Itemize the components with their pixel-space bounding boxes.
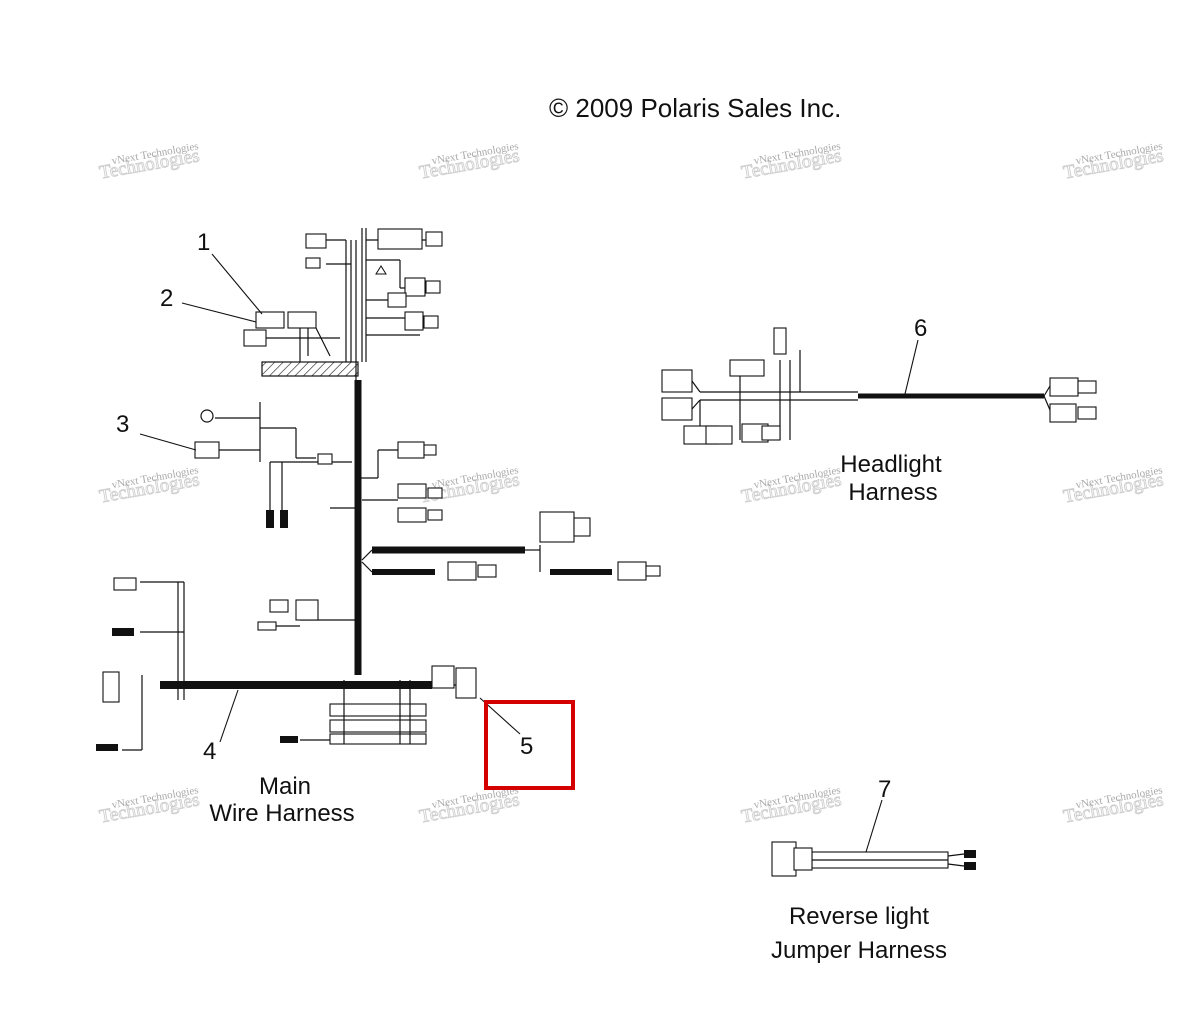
reverse-light-jumper-harness[interactable] bbox=[771, 841, 976, 877]
fuse-relay-block bbox=[243, 228, 443, 380]
harness-loop bbox=[329, 703, 427, 717]
connector bbox=[269, 599, 289, 613]
connector bbox=[305, 257, 321, 269]
callout-4[interactable]: 4 bbox=[203, 738, 216, 765]
connector bbox=[427, 487, 443, 499]
callout-5[interactable]: 5 bbox=[520, 733, 533, 760]
watermark: Technologies vNext Technologies bbox=[1061, 784, 1165, 828]
watermark: Technologies vNext Technologies bbox=[1061, 140, 1165, 184]
connector bbox=[1077, 406, 1097, 420]
connector bbox=[425, 231, 443, 247]
connector bbox=[771, 841, 797, 877]
harness-loop bbox=[329, 733, 427, 745]
reverse-light-caption-line1: Reverse light bbox=[789, 903, 929, 930]
connector bbox=[423, 315, 439, 329]
connector bbox=[387, 292, 407, 308]
left-sub-harness bbox=[96, 577, 185, 751]
callout-7[interactable]: 7 bbox=[878, 776, 891, 803]
connector bbox=[539, 511, 575, 543]
warning-icon bbox=[375, 265, 387, 275]
connector bbox=[397, 483, 427, 499]
terminal bbox=[96, 744, 118, 751]
connector bbox=[477, 564, 497, 578]
callout-1[interactable]: 1 bbox=[197, 229, 210, 256]
watermark: Technologies vNext Technologies bbox=[739, 140, 843, 184]
connector bbox=[761, 425, 781, 441]
headlight-harness-caption-line2: Harness bbox=[848, 479, 937, 506]
watermark: Technologies vNext Technologies bbox=[1061, 464, 1165, 508]
captions: Main Wire Harness Headlight Harness Reve… bbox=[209, 451, 947, 964]
left-branch-connectors bbox=[194, 402, 352, 528]
fuse-box bbox=[261, 361, 359, 377]
connector bbox=[317, 453, 333, 465]
terminal bbox=[280, 510, 288, 528]
callout-2[interactable]: 2 bbox=[160, 285, 173, 312]
connector bbox=[729, 359, 765, 377]
connector bbox=[404, 277, 426, 297]
watermark: Technologies vNext Technologies bbox=[417, 464, 521, 508]
lower-harness bbox=[280, 665, 477, 745]
connector bbox=[1077, 380, 1097, 394]
connector bbox=[645, 565, 661, 577]
watermark: Technologies vNext Technologies bbox=[739, 464, 843, 508]
connector bbox=[1049, 403, 1077, 423]
terminal bbox=[280, 736, 298, 743]
connector bbox=[295, 599, 319, 621]
headlight-harness-caption-line1: Headlight bbox=[840, 451, 942, 478]
headlight-harness[interactable] bbox=[661, 327, 1097, 445]
connector bbox=[617, 561, 647, 581]
connector bbox=[661, 397, 693, 421]
watermark-group: Technologies vNext Technologies Technolo… bbox=[97, 140, 1165, 828]
copyright-text: © 2009 Polaris Sales Inc. bbox=[549, 93, 841, 123]
connector bbox=[404, 311, 424, 331]
connector bbox=[425, 280, 441, 294]
connector bbox=[377, 228, 423, 250]
connector bbox=[113, 577, 137, 591]
connector bbox=[773, 327, 787, 355]
watermark: Technologies vNext Technologies bbox=[417, 784, 521, 828]
watermark: Technologies vNext Technologies bbox=[417, 140, 521, 184]
round-connector bbox=[200, 409, 214, 423]
connector bbox=[793, 847, 813, 871]
watermark: Technologies vNext Technologies bbox=[739, 784, 843, 828]
connector bbox=[661, 369, 693, 393]
watermark: Technologies vNext Technologies bbox=[97, 140, 201, 184]
callout-3[interactable]: 3 bbox=[116, 411, 129, 438]
connector bbox=[1049, 377, 1079, 397]
main-wire-harness[interactable] bbox=[96, 228, 661, 751]
connector bbox=[194, 441, 220, 459]
connector bbox=[257, 621, 277, 631]
connector bbox=[423, 444, 437, 456]
connector bbox=[573, 517, 591, 537]
main-harness-caption-line1: Main bbox=[259, 773, 311, 800]
connector bbox=[431, 665, 455, 689]
connector bbox=[397, 507, 427, 523]
watermark: Technologies vNext Technologies bbox=[97, 784, 201, 828]
connector bbox=[397, 441, 425, 459]
callout-6[interactable]: 6 bbox=[914, 315, 927, 342]
relay-1 bbox=[255, 311, 285, 329]
connector bbox=[102, 671, 120, 703]
watermark: Technologies vNext Technologies bbox=[97, 464, 201, 508]
terminal bbox=[266, 510, 274, 528]
main-harness-caption-line2: Wire Harness bbox=[209, 800, 354, 827]
highlight-box bbox=[484, 700, 575, 790]
connector bbox=[305, 233, 327, 249]
reverse-light-caption-line2: Jumper Harness bbox=[771, 937, 947, 964]
terminal bbox=[112, 628, 134, 636]
callout-numbers: 1 2 3 4 5 6 7 bbox=[116, 229, 927, 803]
trunk-right-branches bbox=[257, 441, 661, 631]
relay-holder bbox=[243, 329, 267, 347]
terminal bbox=[964, 862, 976, 870]
connector-item-5 bbox=[455, 667, 477, 699]
connector bbox=[427, 509, 443, 521]
terminal bbox=[964, 850, 976, 858]
connector bbox=[447, 561, 477, 581]
relay-2 bbox=[287, 311, 317, 329]
connector bbox=[705, 425, 733, 445]
harness-loop bbox=[329, 719, 427, 733]
